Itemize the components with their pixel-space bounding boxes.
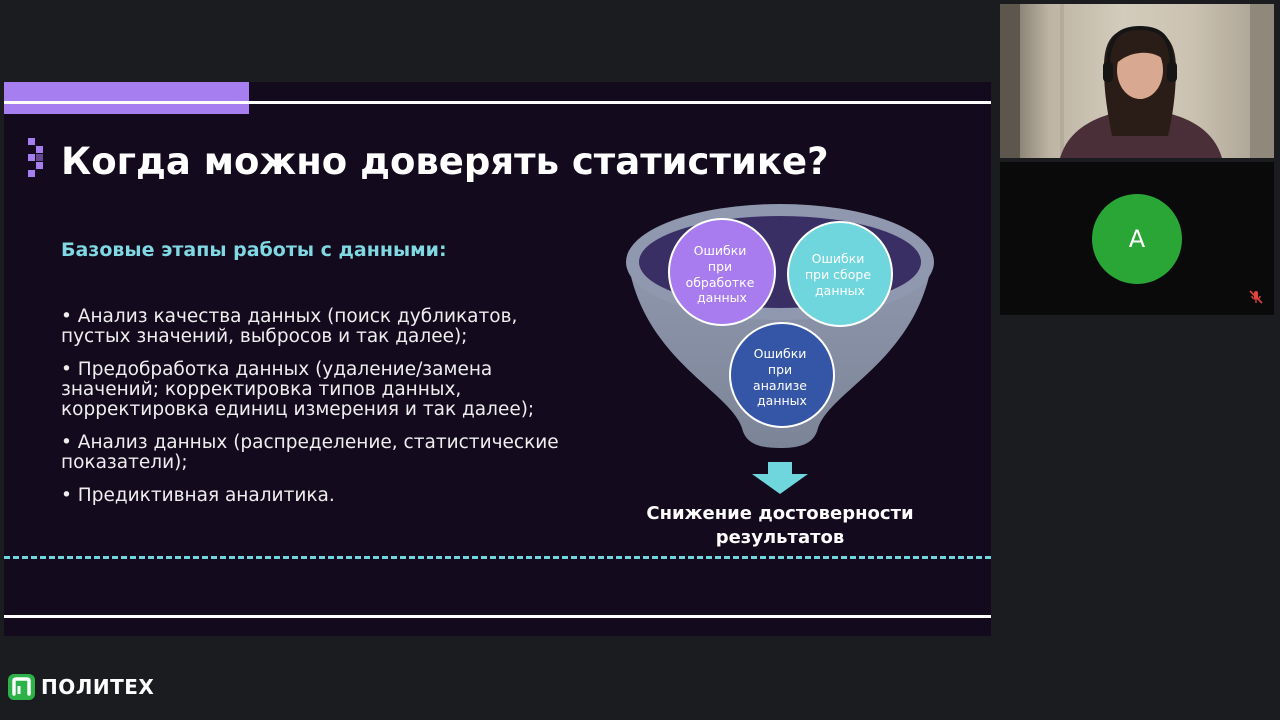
circle-processing-errors — [668, 218, 776, 326]
participant-avatar-tile[interactable]: A — [1000, 162, 1274, 315]
result-line: Снижение достоверности — [646, 503, 914, 524]
circle-processing-line: Ошибки — [694, 243, 747, 258]
circle-processing-line: обработке — [686, 275, 755, 290]
svg-text:Ошибки при обработ: Ошибки при обработке данных — [686, 243, 759, 305]
error-funnel-diagram: Ошибки при обработке данных Ошибки при с… — [626, 204, 934, 494]
circle-analysis-errors — [729, 322, 835, 428]
circle-analysis-line: при — [768, 362, 792, 377]
circle-collection-errors — [787, 221, 893, 327]
circle-analysis-line: Ошибки — [754, 346, 807, 361]
logo-wordmark: ПОЛИТЕХ — [41, 675, 155, 699]
bullet-item: • Предиктивная аналитика. — [61, 485, 335, 506]
svg-text:Ошибки при сборе д: Ошибки при сборе данных — [805, 251, 875, 298]
bullet-list: • Анализ качества данных (поиск дубликат… — [61, 307, 571, 519]
result-line: результатов — [715, 527, 845, 548]
circle-processing-line: данных — [697, 290, 747, 305]
slide-dashed-divider — [4, 556, 991, 559]
shared-slide: Когда можно доверять статистике? Базовые… — [4, 82, 991, 636]
dot-pattern-icon — [28, 138, 50, 184]
bullet-item: • Предобработка данных (удаление/замена … — [61, 359, 535, 420]
avatar: A — [1092, 194, 1182, 284]
slide-subtitle: Базовые этапы работы с данными: — [61, 239, 447, 261]
politech-logo: ПОЛИТЕХ — [8, 674, 168, 700]
circle-collection-line: Ошибки — [812, 251, 865, 266]
slide-bottom-rule — [4, 615, 991, 618]
logo-mark-icon — [8, 674, 35, 700]
webcam-presenter-image — [1000, 4, 1274, 158]
circle-collection-line: данных — [815, 283, 865, 298]
slide-top-rule — [4, 101, 991, 104]
result-caption: Снижение достоверности результатов — [624, 502, 936, 550]
circle-analysis-line: анализе — [753, 378, 807, 393]
circle-processing-line: при — [708, 259, 732, 274]
svg-text:Ошибки при анализе: Ошибки при анализе данных — [753, 346, 811, 408]
slide-title: Когда можно доверять статистике? — [61, 140, 829, 183]
participant-video-tile[interactable] — [1000, 4, 1274, 158]
slide-accent-bar — [4, 82, 249, 114]
bullet-item: • Анализ качества данных (поиск дубликат… — [61, 306, 518, 347]
circle-analysis-line: данных — [757, 393, 807, 408]
mic-muted-icon — [1249, 290, 1263, 304]
circle-collection-line: при сборе — [805, 267, 871, 282]
bullet-item: • Анализ данных (распределение, статисти… — [61, 432, 559, 473]
down-arrow-icon — [752, 462, 808, 494]
